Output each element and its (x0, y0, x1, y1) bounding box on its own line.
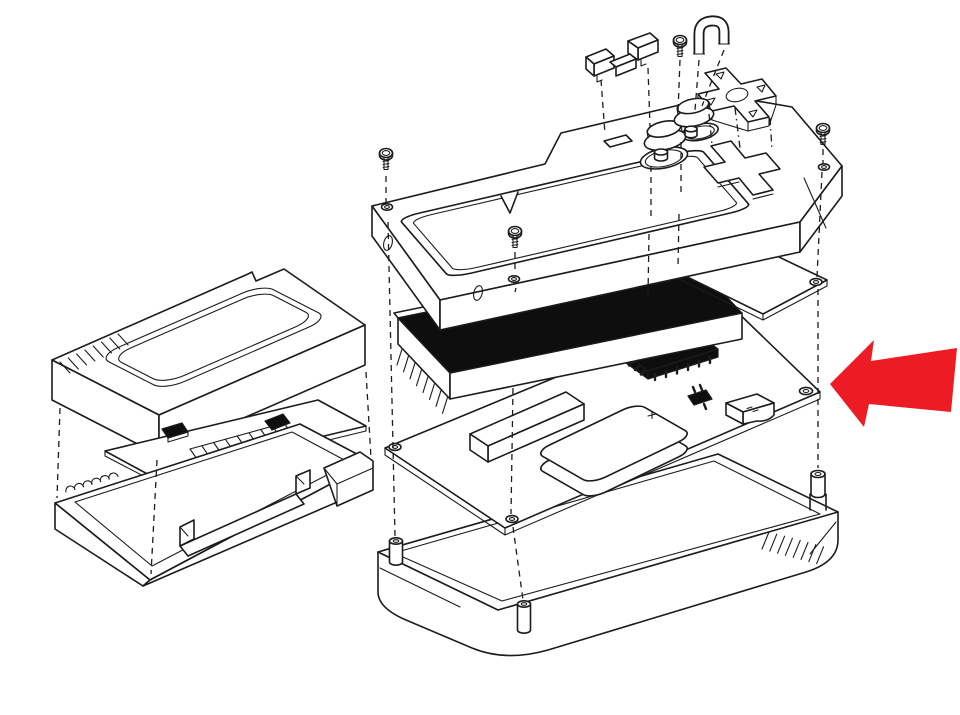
shoulder-button-bar (585, 32, 659, 83)
assembly-guide-lines (56, 371, 372, 575)
pcb-screw-hole (388, 442, 402, 452)
battery-plus-mark (647, 410, 657, 420)
pcb-screw-hole (798, 386, 814, 396)
power-switch-hook (692, 15, 731, 55)
lcd-pins (396, 348, 449, 414)
button-b (673, 97, 715, 139)
pcb-screw-hole (505, 514, 519, 524)
corner-block (323, 451, 374, 507)
screw-post (809, 469, 827, 511)
ribbon-bar (179, 469, 311, 557)
button-a (643, 120, 687, 162)
speaker-vents (761, 531, 825, 565)
side-hole (382, 235, 394, 251)
main-pcb (384, 304, 821, 535)
dpad-cutout (703, 140, 781, 196)
rom-chip (161, 422, 189, 443)
screw (378, 147, 394, 171)
battery (535, 403, 693, 499)
assembly-guide-lines (385, 49, 824, 601)
usb-port (725, 393, 775, 425)
cartridge-bottom-shell (54, 423, 374, 587)
pcb-screw-hole (809, 277, 823, 287)
dpad-center (725, 87, 749, 103)
side-hole (472, 285, 484, 301)
shell-screw-hole (380, 203, 394, 212)
power-switch-slot (603, 134, 633, 148)
shell-screw-hole (507, 274, 521, 283)
cartridge-label-recess (98, 284, 329, 390)
bottom-shell (377, 453, 839, 657)
edge-scallops (65, 472, 119, 493)
console-exploded-group (372, 15, 842, 657)
grip-ribs (59, 333, 129, 374)
regulator-chip (687, 383, 713, 411)
front-shell (372, 95, 842, 330)
dpad-arrows (706, 71, 766, 118)
screw (672, 34, 688, 58)
cartridge-top-shell (52, 269, 365, 456)
screw-post (516, 599, 532, 634)
aperture-notch (500, 191, 519, 214)
cartridge-exploded-group (52, 269, 374, 587)
shell-screw-hole (817, 163, 831, 172)
screw-post (388, 536, 404, 566)
pointer-arrow (830, 340, 957, 427)
